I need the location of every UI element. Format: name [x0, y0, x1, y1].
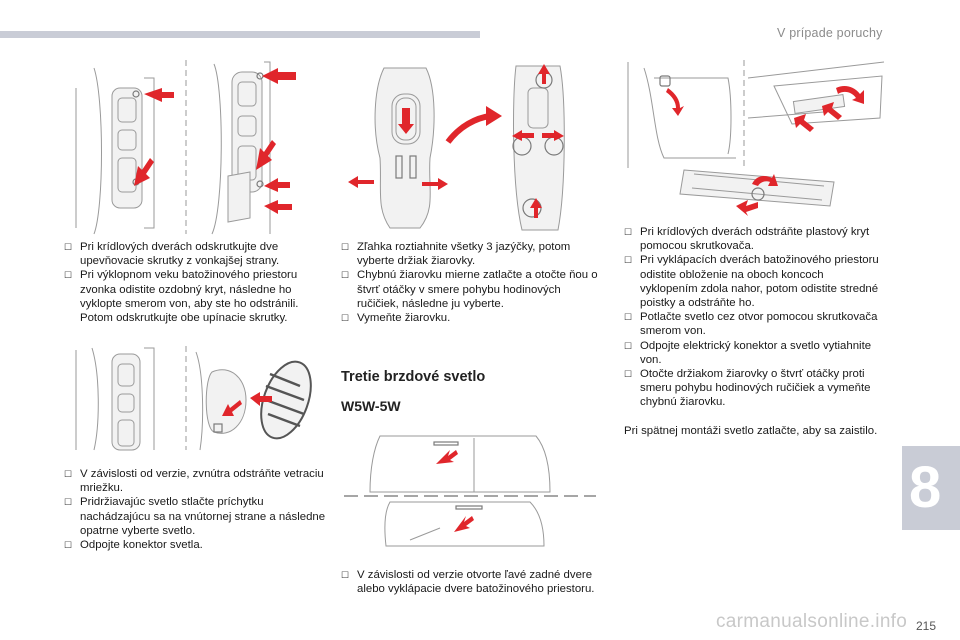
- figure-rear-doors: [344, 435, 596, 547]
- watermark: carmanualsonline.info: [716, 611, 908, 632]
- list-item: V závislosti od verzie otvorte ľavé zadn…: [341, 568, 603, 596]
- col3-instructions: Pri krídlových dverách odstráňte plastov…: [624, 225, 882, 410]
- figure-brake-light-removal: [627, 60, 885, 216]
- reassembly-note: Pri spätnej montáži svetlo zatlačte, aby…: [624, 425, 878, 437]
- section-title: Tretie brzdové svetlo: [341, 369, 486, 385]
- chapter-tab: [902, 446, 960, 530]
- col1-bottom-instructions: V závislosti od verzie, zvnútra odstráňt…: [64, 467, 326, 552]
- list-item: Pri krídlových dverách odskrutkujte dve …: [64, 240, 326, 268]
- list-item: Potlačte svetlo cez otvor pomocou skrutk…: [624, 310, 882, 338]
- grille: [260, 360, 312, 440]
- list-item: Otočte držiakom žiarovky o štvrť otáčky …: [624, 367, 882, 410]
- col1-top-instructions: Pri krídlových dverách odskrutkujte dve …: [64, 240, 326, 325]
- col2-top-instructions: Zľahka roztiahnite všetky 3 jazýčky, pot…: [341, 240, 603, 325]
- list-item: Pri krídlových dverách odstráňte plastov…: [624, 225, 882, 253]
- chapter-number: 8: [909, 455, 942, 520]
- page-number: 215: [916, 619, 937, 633]
- figure-bulb-holder: [348, 64, 565, 231]
- col2-bottom-instructions: V závislosti od verzie otvorte ľavé zadn…: [341, 568, 603, 596]
- chapter-title: V prípade poruchy: [777, 26, 883, 40]
- figure-ventilation-grille: [75, 346, 312, 451]
- list-item: Odpojte konektor svetla.: [64, 538, 326, 552]
- list-item: Pridržiavajúc svetlo stlačte príchytku n…: [64, 495, 326, 538]
- list-item: Odpojte elektrický konektor a svetlo vyt…: [624, 339, 882, 367]
- bulb-type: W5W-5W: [341, 398, 401, 414]
- list-item: V závislosti od verzie, zvnútra odstráňt…: [64, 467, 326, 495]
- list-item: Pri vyklápacích dverách batožinového pri…: [624, 253, 882, 310]
- figure-rear-light-screws: [75, 60, 296, 235]
- list-item: Chybnú žiarovku mierne zatlačte a otočte…: [341, 268, 603, 311]
- header-bar: [0, 31, 480, 38]
- list-item: Vymeňte žiarovku.: [341, 311, 603, 325]
- list-item: Pri výklopnom veku batožinového priestor…: [64, 268, 326, 325]
- list-item: Zľahka roztiahnite všetky 3 jazýčky, pot…: [341, 240, 603, 268]
